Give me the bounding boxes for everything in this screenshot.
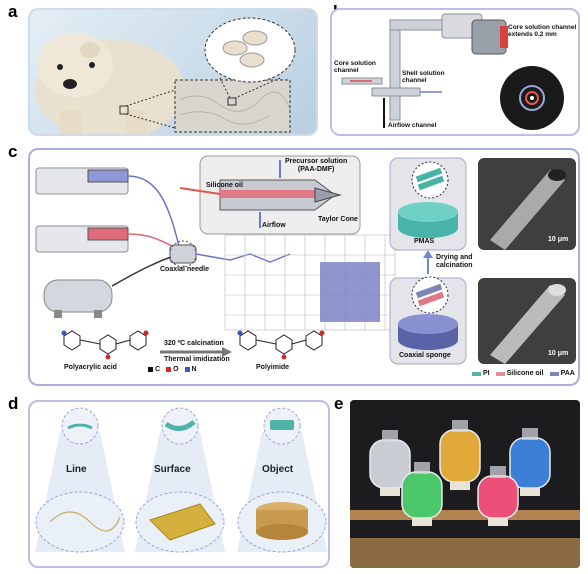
material-legend-pi-label: PI [483,370,490,378]
atom-legend: C O N [148,366,197,374]
jar-base-5 [488,518,508,526]
label-core-solution-channel: Core solution channel [334,60,376,74]
jar-neck-4 [414,462,430,474]
material-legend: PI Silicone oil PAA [472,370,575,378]
label-silicone-oil: Silicone oil [206,182,243,190]
jar-neck-1 [382,430,398,442]
panel-a-frame [28,8,318,136]
label-line: Line [66,464,87,475]
material-legend-silicone-label: Silicone oil [507,370,544,378]
material-legend-paa: PAA [550,370,575,378]
label-taylor-cone: Taylor Cone [318,216,358,224]
label-airflow-channel: Airflow channel [388,122,436,129]
jar-neck-5 [490,466,506,478]
jar-base-4 [412,518,432,526]
panel-c-letter: c [8,142,17,162]
scale-bar-bottom: 10 μm [548,350,568,358]
jar-base-2 [450,482,470,490]
jar-3 [510,438,550,488]
panel-e-letter: e [334,394,343,414]
material-legend-pi: PI [472,370,490,378]
label-surface: Surface [154,464,191,475]
panel-e-photo [350,400,580,568]
atom-swatch-o [166,367,171,372]
label-coaxial-sponge: Coaxial sponge [399,352,451,360]
atom-legend-n-label: N [192,366,197,374]
atom-legend-o: O [166,366,178,374]
shapes-illustration [30,402,332,570]
atom-legend-c-label: C [155,366,160,374]
material-swatch-paa [550,372,559,376]
panel-b-frame: Core solution channel extends 0.2 mm Cor… [330,8,580,136]
jar-2 [440,430,480,482]
jar-base-1 [380,488,400,496]
panel-c-frame: Precursor solution (PAA-DMF) Silicone oi… [28,148,580,386]
label-coaxial-needle: Coaxial needle [160,266,209,274]
atom-swatch-n [185,367,190,372]
label-drying-calcination: Drying and calcination [436,254,473,269]
panel-d-letter: d [8,394,18,414]
label-object: Object [262,464,293,475]
electrospinning-setup-diagram [30,150,582,388]
atom-legend-o-label: O [173,366,178,374]
material-legend-paa-label: PAA [561,370,575,378]
label-core-channel-extends: Core solution channel extends 0.2 mm [508,24,576,38]
atom-swatch-c [148,367,153,372]
label-shell-solution-channel: Shell solution channel [402,70,445,84]
jar-4 [402,472,442,518]
atom-legend-c: C [148,366,160,374]
material-legend-silicone: Silicone oil [496,370,544,378]
label-thermal-imidization: Thermal imidization [164,356,230,364]
jar-5 [478,476,518,518]
material-swatch-pi [472,372,481,376]
label-polyacrylic-acid: Polyacrylic acid [64,364,117,372]
scale-bar-top: 10 μm [548,236,568,244]
panel-d-frame: Line Surface Object [28,400,330,568]
jar-neck-3 [522,428,538,440]
atom-legend-n: N [185,366,197,374]
polar-bear-illustration [30,10,318,136]
label-polyimide: Polyimide [256,364,289,372]
label-calcination: 320 ºC calcination [164,340,224,348]
label-pmas: PMAS [414,238,434,246]
jar-neck-2 [452,420,468,432]
jars-photo [350,400,580,568]
material-swatch-silicone [496,372,505,376]
jar-base-3 [520,488,540,496]
label-precursor-solution: Precursor solution (PAA-DMF) [285,158,347,173]
label-airflow: Airflow [262,222,286,230]
panel-a-letter: a [8,2,17,22]
